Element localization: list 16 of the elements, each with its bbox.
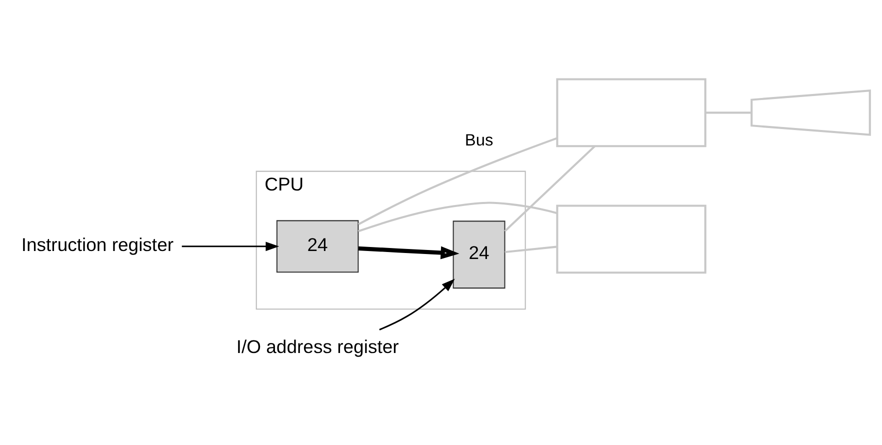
node-trapezoid — [750, 88, 870, 136]
arrow — [181, 241, 279, 251]
node-box: 24 — [452, 220, 505, 288]
connector — [357, 136, 557, 225]
arrow — [378, 278, 454, 330]
edge-label: Bus — [464, 130, 493, 149]
arrow — [358, 246, 459, 259]
node-text: Instruction register — [20, 233, 174, 254]
connector — [504, 145, 595, 232]
connector — [704, 111, 752, 114]
node-box — [556, 204, 706, 274]
node-box: 24 — [276, 220, 358, 272]
node-text: I/O address register — [236, 335, 398, 356]
connector — [504, 245, 557, 253]
node-box — [556, 78, 706, 147]
connector — [357, 201, 557, 232]
